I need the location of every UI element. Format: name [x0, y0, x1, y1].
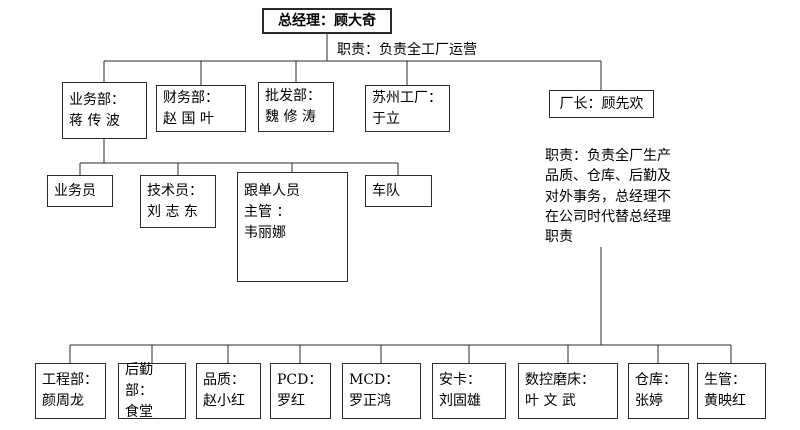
node-quality: 品质： 赵小红: [196, 363, 261, 419]
node-wholesale-dept: 批发部： 魏 修 涛: [258, 82, 334, 132]
node-anka: 安卡： 刘固雄: [432, 363, 506, 419]
node-technician: 技术员： 刘 志 东: [140, 175, 216, 228]
node-business-dept: 业务部： 蒋 传 波: [62, 82, 147, 139]
node-engineering-dept: 工程部： 颜周龙: [35, 363, 106, 419]
node-order-follow-supervisor: 跟单人员 主管 ： 韦丽娜: [237, 172, 348, 282]
node-production-control: 生管： 黄映红: [697, 363, 766, 419]
node-factory-director: 厂长：顾先欢: [549, 90, 654, 118]
node-salesperson: 业务员: [47, 175, 113, 207]
node-cnc-grinder: 数控磨床： 叶 文 武: [518, 363, 618, 419]
node-warehouse: 仓库： 张婷: [628, 363, 689, 419]
node-fleet: 车队: [365, 175, 432, 207]
node-logistics-dept: 后勤部： 食堂: [118, 362, 186, 420]
note-gm-duty: 职责：负责全工厂运营: [337, 42, 477, 58]
node-suzhou-factory: 苏州工厂： 于立: [365, 85, 450, 132]
note-director-duty: 职责：负责全厂生产 品质、仓库、后勤及 对外事务，总经理不 在公司时代替总经理 …: [545, 148, 671, 246]
node-general-manager: 总经理：顾大奇: [262, 8, 392, 34]
node-mcd: MCD： 罗正鸿: [342, 363, 421, 419]
node-pcd: PCD： 罗红: [270, 363, 331, 419]
node-finance-dept: 财务部： 赵 国 叶: [156, 85, 246, 132]
